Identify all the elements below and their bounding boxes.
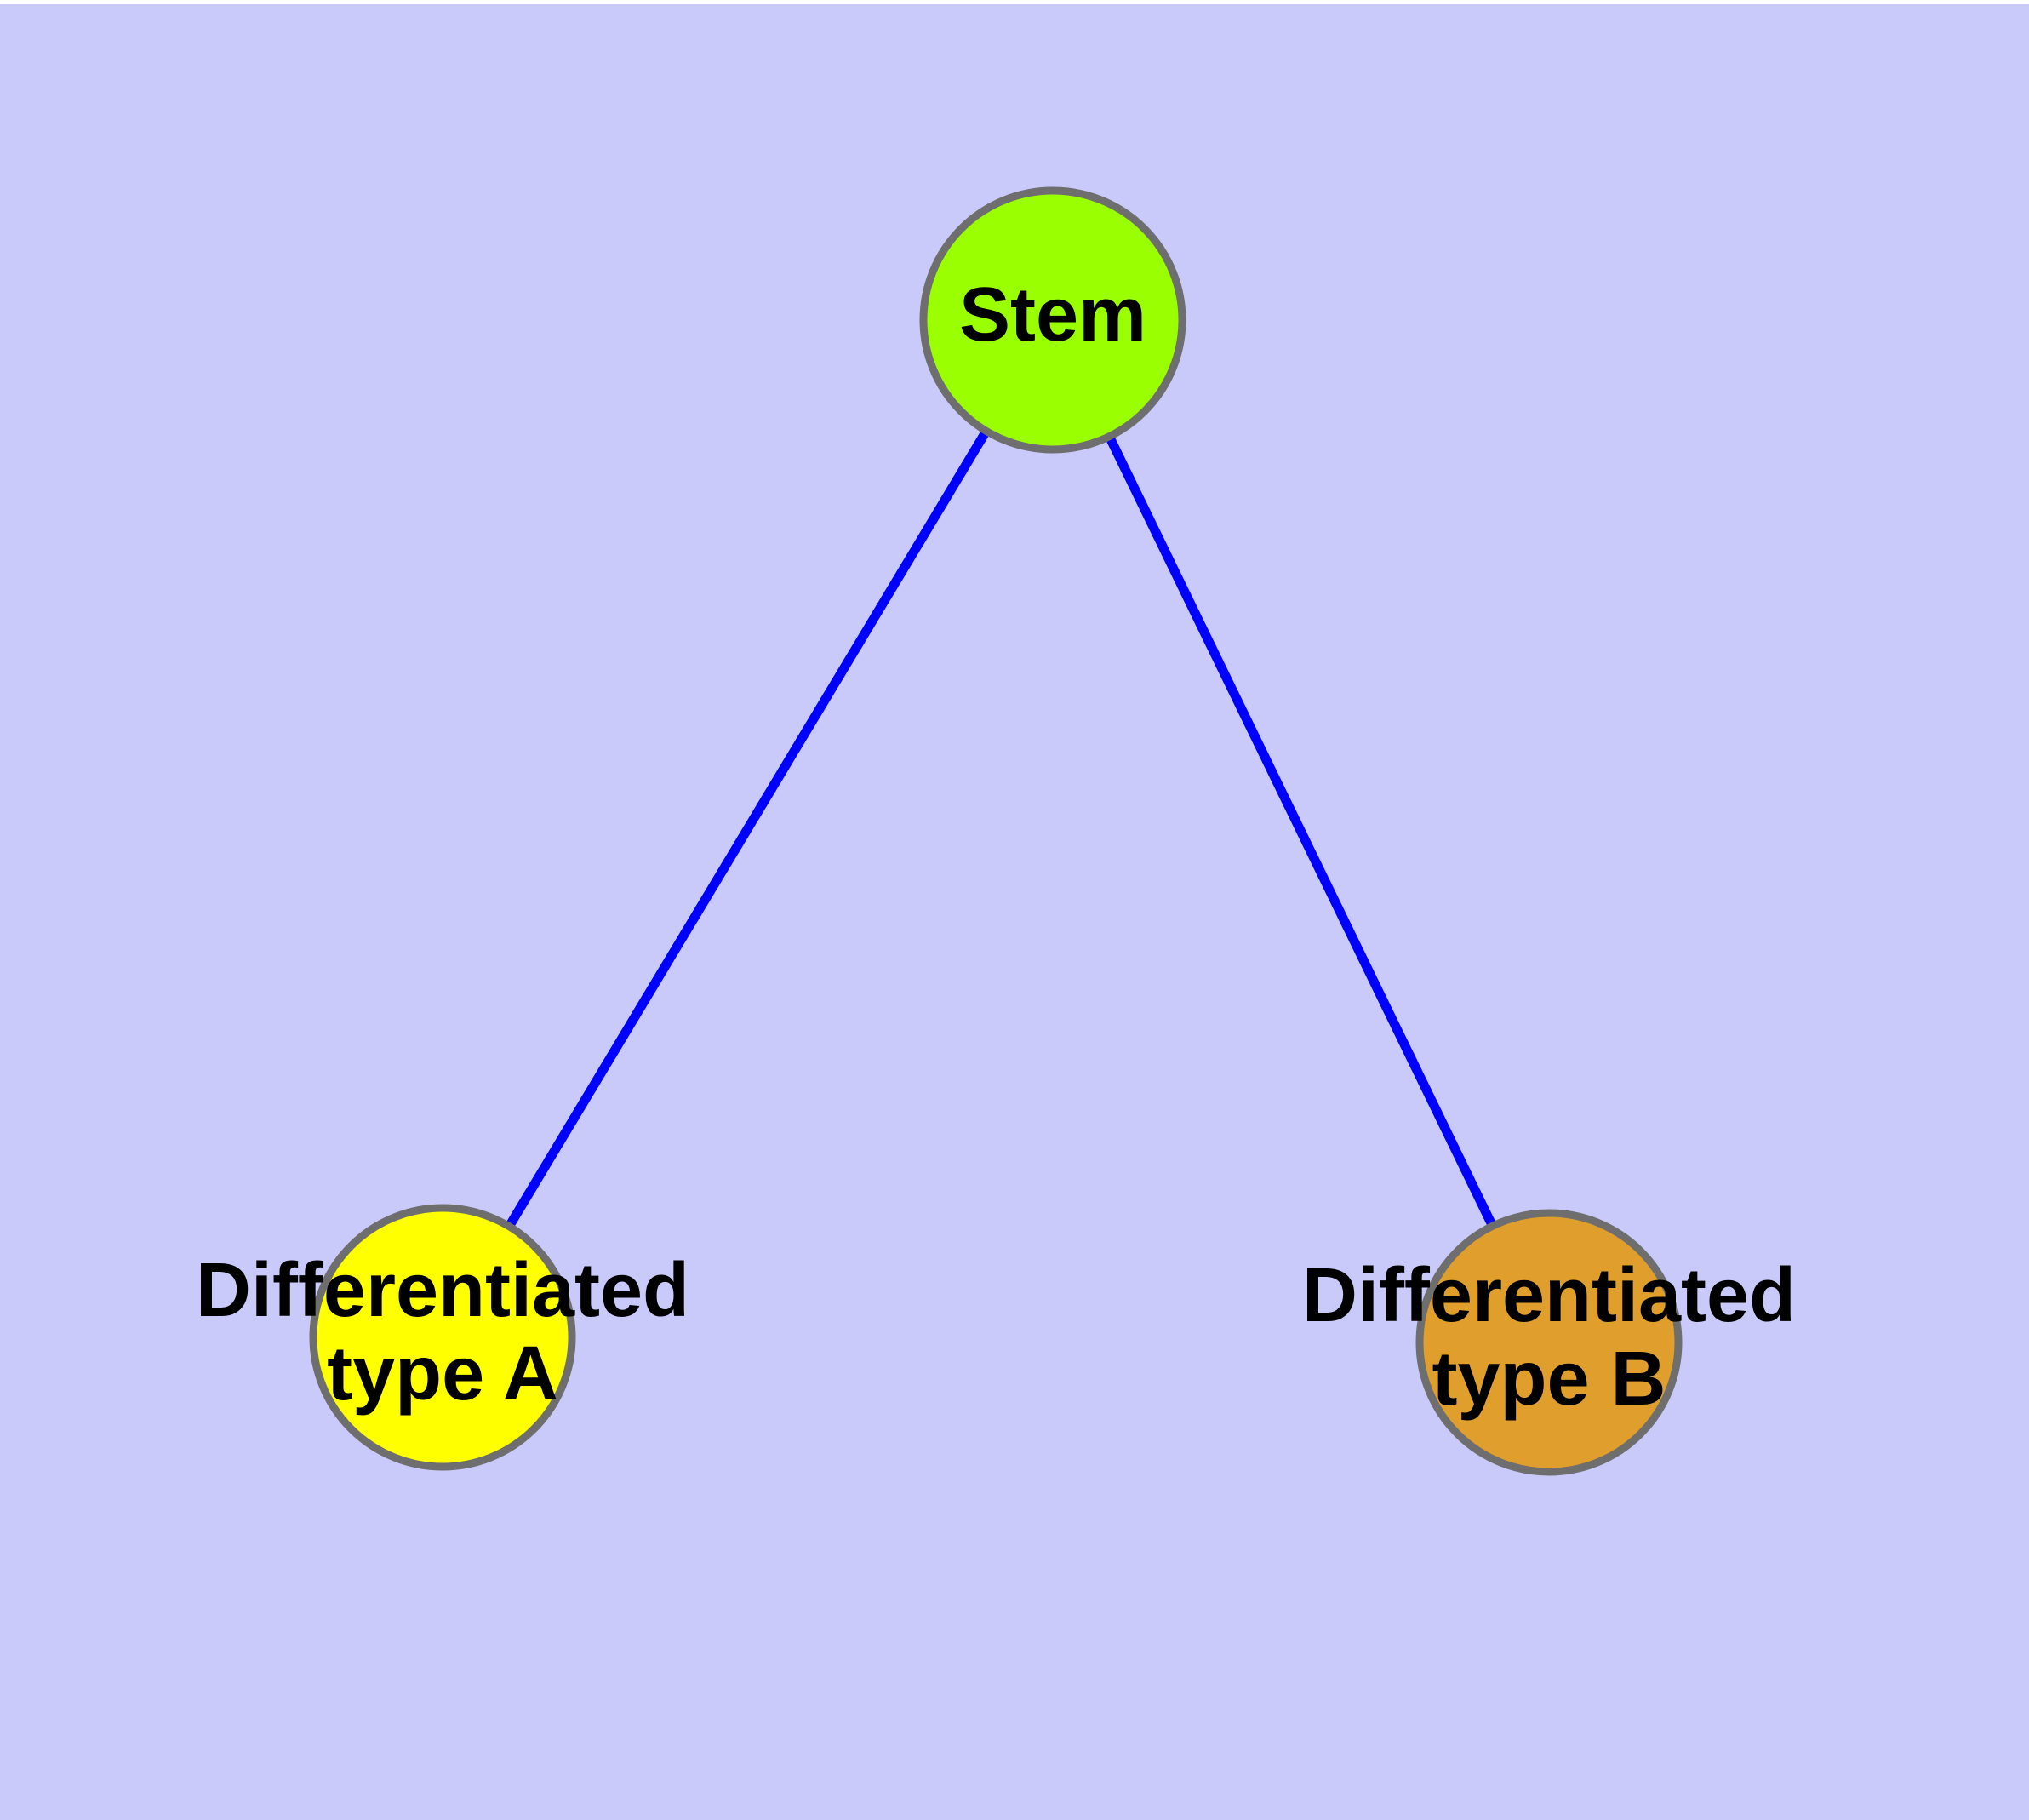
edges-layer <box>505 428 1497 1229</box>
node-circle-diff_b[interactable] <box>1415 1209 1683 1476</box>
node-label-line: Differentiated <box>196 1248 689 1333</box>
graph-edge-stem-diff_b <box>1105 434 1497 1228</box>
node-label-line: type A <box>327 1331 558 1417</box>
graph-node-stem[interactable]: Stem <box>919 186 1186 454</box>
node-circle-diff_a[interactable] <box>309 1204 576 1471</box>
node-label-line: type B <box>1432 1336 1666 1422</box>
graph-edge-stem-diff_a <box>505 428 991 1229</box>
node-circle-stem[interactable] <box>919 186 1186 454</box>
node-label-line: Differentiated <box>1302 1253 1796 1338</box>
node-label-stem: Stem <box>959 272 1146 358</box>
node-label-line: Stem <box>959 272 1146 358</box>
